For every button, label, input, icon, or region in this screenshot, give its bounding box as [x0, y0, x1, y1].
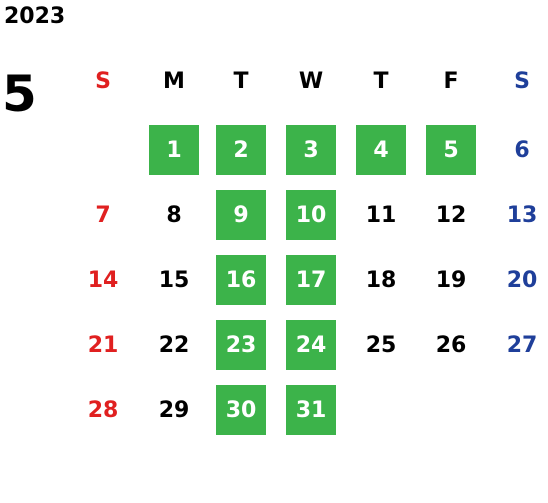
weekday-header: F — [443, 68, 459, 94]
day-cell: 22 — [158, 332, 190, 358]
weekday-header: M — [163, 68, 185, 94]
day-cell: 2 — [216, 125, 266, 175]
day-cell: 11 — [365, 202, 397, 228]
day-cell: 20 — [506, 267, 538, 293]
weekday-header: W — [298, 68, 324, 94]
day-cell: 25 — [365, 332, 397, 358]
weekday-header: S — [95, 68, 111, 94]
weekday-header: S — [514, 68, 530, 94]
day-cell: 29 — [158, 397, 190, 423]
day-cell: 31 — [286, 385, 336, 435]
day-cell: 3 — [286, 125, 336, 175]
day-cell: 18 — [365, 267, 397, 293]
day-cell: 12 — [435, 202, 467, 228]
weekday-header: T — [233, 68, 249, 94]
day-cell: 28 — [87, 397, 119, 423]
day-cell: 13 — [506, 202, 538, 228]
year-label: 2023 — [4, 4, 66, 29]
weekday-header: T — [373, 68, 389, 94]
day-cell: 16 — [216, 255, 266, 305]
day-cell: 1 — [149, 125, 199, 175]
day-cell: 6 — [514, 137, 530, 163]
day-cell: 9 — [216, 190, 266, 240]
day-cell: 30 — [216, 385, 266, 435]
day-cell: 14 — [87, 267, 119, 293]
day-cell: 8 — [166, 202, 182, 228]
day-cell: 21 — [87, 332, 119, 358]
day-cell: 10 — [286, 190, 336, 240]
day-cell: 23 — [216, 320, 266, 370]
day-cell: 24 — [286, 320, 336, 370]
day-cell: 7 — [95, 202, 111, 228]
day-cell: 17 — [286, 255, 336, 305]
day-cell: 19 — [435, 267, 467, 293]
day-cell: 5 — [426, 125, 476, 175]
month-number: 5 — [2, 65, 37, 123]
day-cell: 15 — [158, 267, 190, 293]
day-cell: 26 — [435, 332, 467, 358]
day-cell: 4 — [356, 125, 406, 175]
day-cell: 27 — [506, 332, 538, 358]
